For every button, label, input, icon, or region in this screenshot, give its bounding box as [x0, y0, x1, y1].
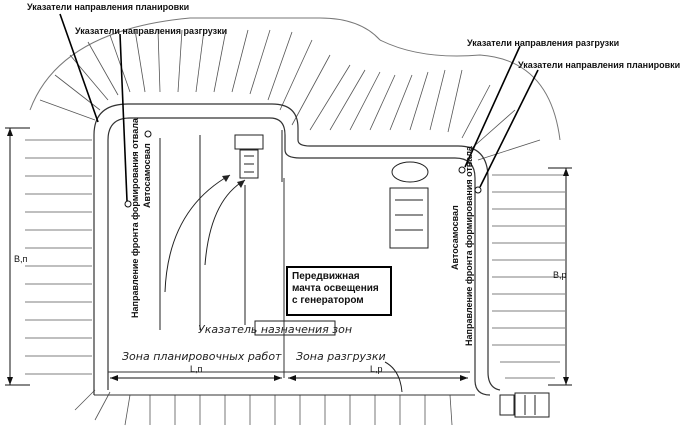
mast-label: Передвижная мачта освещения с генераторо…	[292, 271, 379, 306]
berm-hatching-right	[492, 174, 565, 379]
label-zone-unloading: Зона разгрузки	[296, 350, 386, 363]
label-dump-truck-left: Автосамосвал	[142, 143, 152, 208]
leader-lines	[59, 13, 539, 202]
berm-hatching-left	[25, 139, 92, 375]
dim-label-l-right: L,р	[370, 364, 383, 374]
dimension-l-right	[288, 375, 468, 381]
berm-hatching-top	[39, 29, 541, 161]
berm-hatching-bottom	[74, 389, 453, 426]
label-zone-indicator: Указатель назначения зон	[198, 323, 352, 336]
direction-arrows	[159, 130, 403, 393]
label-dump-truck-right: Автосамосвал	[450, 205, 460, 270]
label-top-left-planning: Указатели направления планировки	[27, 2, 189, 12]
dimension-l-left	[110, 375, 282, 381]
unloading-pointer-right	[458, 166, 466, 174]
dim-label-l-left: L,п	[190, 364, 203, 374]
outer-boundary-right	[379, 39, 561, 141]
truck-icon-bottom	[499, 392, 550, 418]
dimension-b-right	[548, 167, 572, 386]
dim-label-b-right: B,р	[553, 270, 567, 280]
label-top-right-unloading: Указатели направления разгрузки	[467, 38, 619, 48]
label-zone-planning: Зона планировочных работ	[122, 350, 282, 363]
dim-label-b-left: B,п	[14, 254, 28, 264]
unloading-pointer-left	[144, 130, 152, 138]
dimension-b-left	[5, 127, 30, 386]
outer-boundary-left	[29, 17, 381, 111]
road-outline-outer	[93, 103, 501, 395]
label-top-left-unloading: Указатели направления разгрузки	[75, 26, 227, 36]
label-top-right-planning: Указатели направления планировки	[518, 60, 680, 70]
planning-pointer-left	[124, 200, 132, 208]
mast-callout-box: Передвижная мачта освещения с генераторо…	[286, 266, 392, 316]
road-outline-inner	[107, 117, 491, 396]
label-front-dir-right: Направление фронта формирования отвала	[464, 145, 474, 346]
zone-indicator-box	[254, 320, 336, 336]
truck-icon-middle	[389, 161, 429, 249]
truck-icon-top	[234, 134, 264, 179]
label-front-dir-left: Направление фронта формирования отвала	[130, 117, 140, 318]
planning-pointer-right	[474, 186, 482, 194]
